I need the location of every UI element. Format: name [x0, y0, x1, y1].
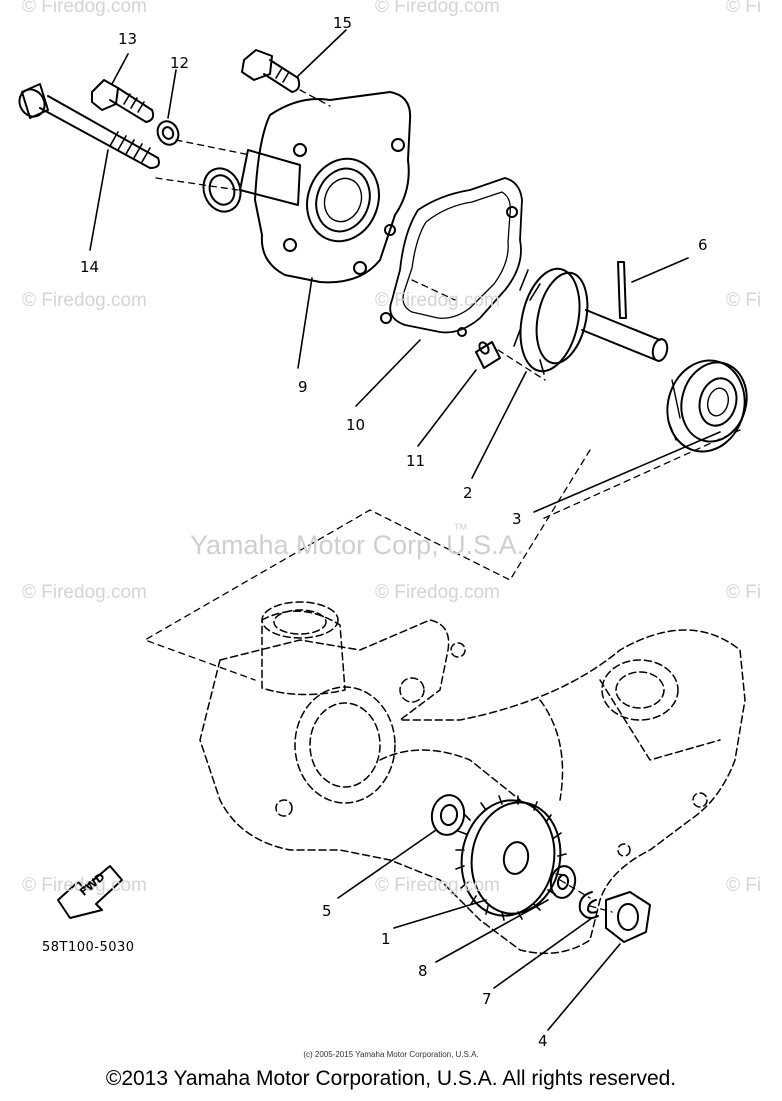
washer-part-8 [549, 865, 577, 899]
firedog-watermark: © Firedog.com [22, 582, 147, 603]
yamaha-watermark: Yamaha Motor Corp, U.S.A.TM [190, 522, 537, 561]
washer-part-5 [430, 794, 466, 836]
firedog-watermark: © Firedog.com [375, 582, 500, 603]
callout-5: 5 [322, 902, 332, 920]
firedog-watermark: © Firedog.com [375, 875, 500, 896]
firedog-watermark: © Firedog.com [22, 290, 147, 311]
callout-2: 2 [463, 484, 473, 502]
callout-15: 15 [333, 14, 353, 32]
callout-7: 7 [482, 990, 492, 1008]
dowel-pin-part-11 [475, 341, 501, 369]
water-pump-cover-part-9 [202, 91, 412, 284]
firedog-watermark: © Firedog.com [22, 0, 147, 17]
firedog-watermark: © Firedog.com [22, 875, 147, 896]
callout-10: 10 [346, 416, 366, 434]
bolt-part-13 [91, 79, 155, 123]
firedog-watermark: © Fi [726, 0, 762, 17]
pump-drive-gear-part-1 [455, 795, 567, 921]
firedog-watermark: © Fi [726, 875, 762, 896]
callout-4: 4 [538, 1032, 548, 1050]
firedog-watermark: © Firedog.com [375, 290, 500, 311]
bolt-part-15 [241, 49, 301, 93]
circlip-part-7 [578, 891, 599, 919]
nut-part-4 [605, 891, 651, 943]
gasket-part-10 [380, 177, 523, 337]
callout-11: 11 [406, 452, 426, 470]
oil-seal-part-3 [666, 359, 748, 453]
impeller-shaft-part-2 [513, 267, 669, 375]
callout-1: 1 [381, 930, 391, 948]
callout-12: 12 [170, 54, 190, 72]
callout-leader-lines [89, 29, 721, 1031]
long-bolt-part-14 [18, 83, 160, 169]
trademark-mark: TM [454, 522, 468, 532]
small-copyright: (c) 2005-2015 Yamaha Motor Corporation, … [303, 1050, 479, 1059]
callout-9: 9 [298, 378, 308, 396]
yamaha-watermark-text: Yamaha Motor Corp, U.S.A. [190, 530, 525, 560]
firedog-watermark: © Fi [726, 290, 762, 311]
assembly-guide-lines [144, 89, 741, 913]
diagram-part-code: 58T100-5030 [42, 940, 135, 955]
callout-13: 13 [118, 30, 138, 48]
callout-3: 3 [512, 510, 522, 528]
callout-6: 6 [698, 236, 708, 254]
fwd-arrow-icon [57, 865, 123, 919]
firedog-watermark: © Fi [726, 582, 762, 603]
firedog-watermark: © Firedog.com [375, 0, 500, 17]
copyright-notice: ©2013 Yamaha Motor Corporation, U.S.A. A… [105, 1067, 677, 1090]
crankcase-reference-outline [199, 601, 746, 955]
washer-part-12 [156, 120, 180, 146]
pin-part-6 [617, 261, 627, 319]
callout-14: 14 [80, 258, 100, 276]
callout-8: 8 [418, 962, 428, 980]
